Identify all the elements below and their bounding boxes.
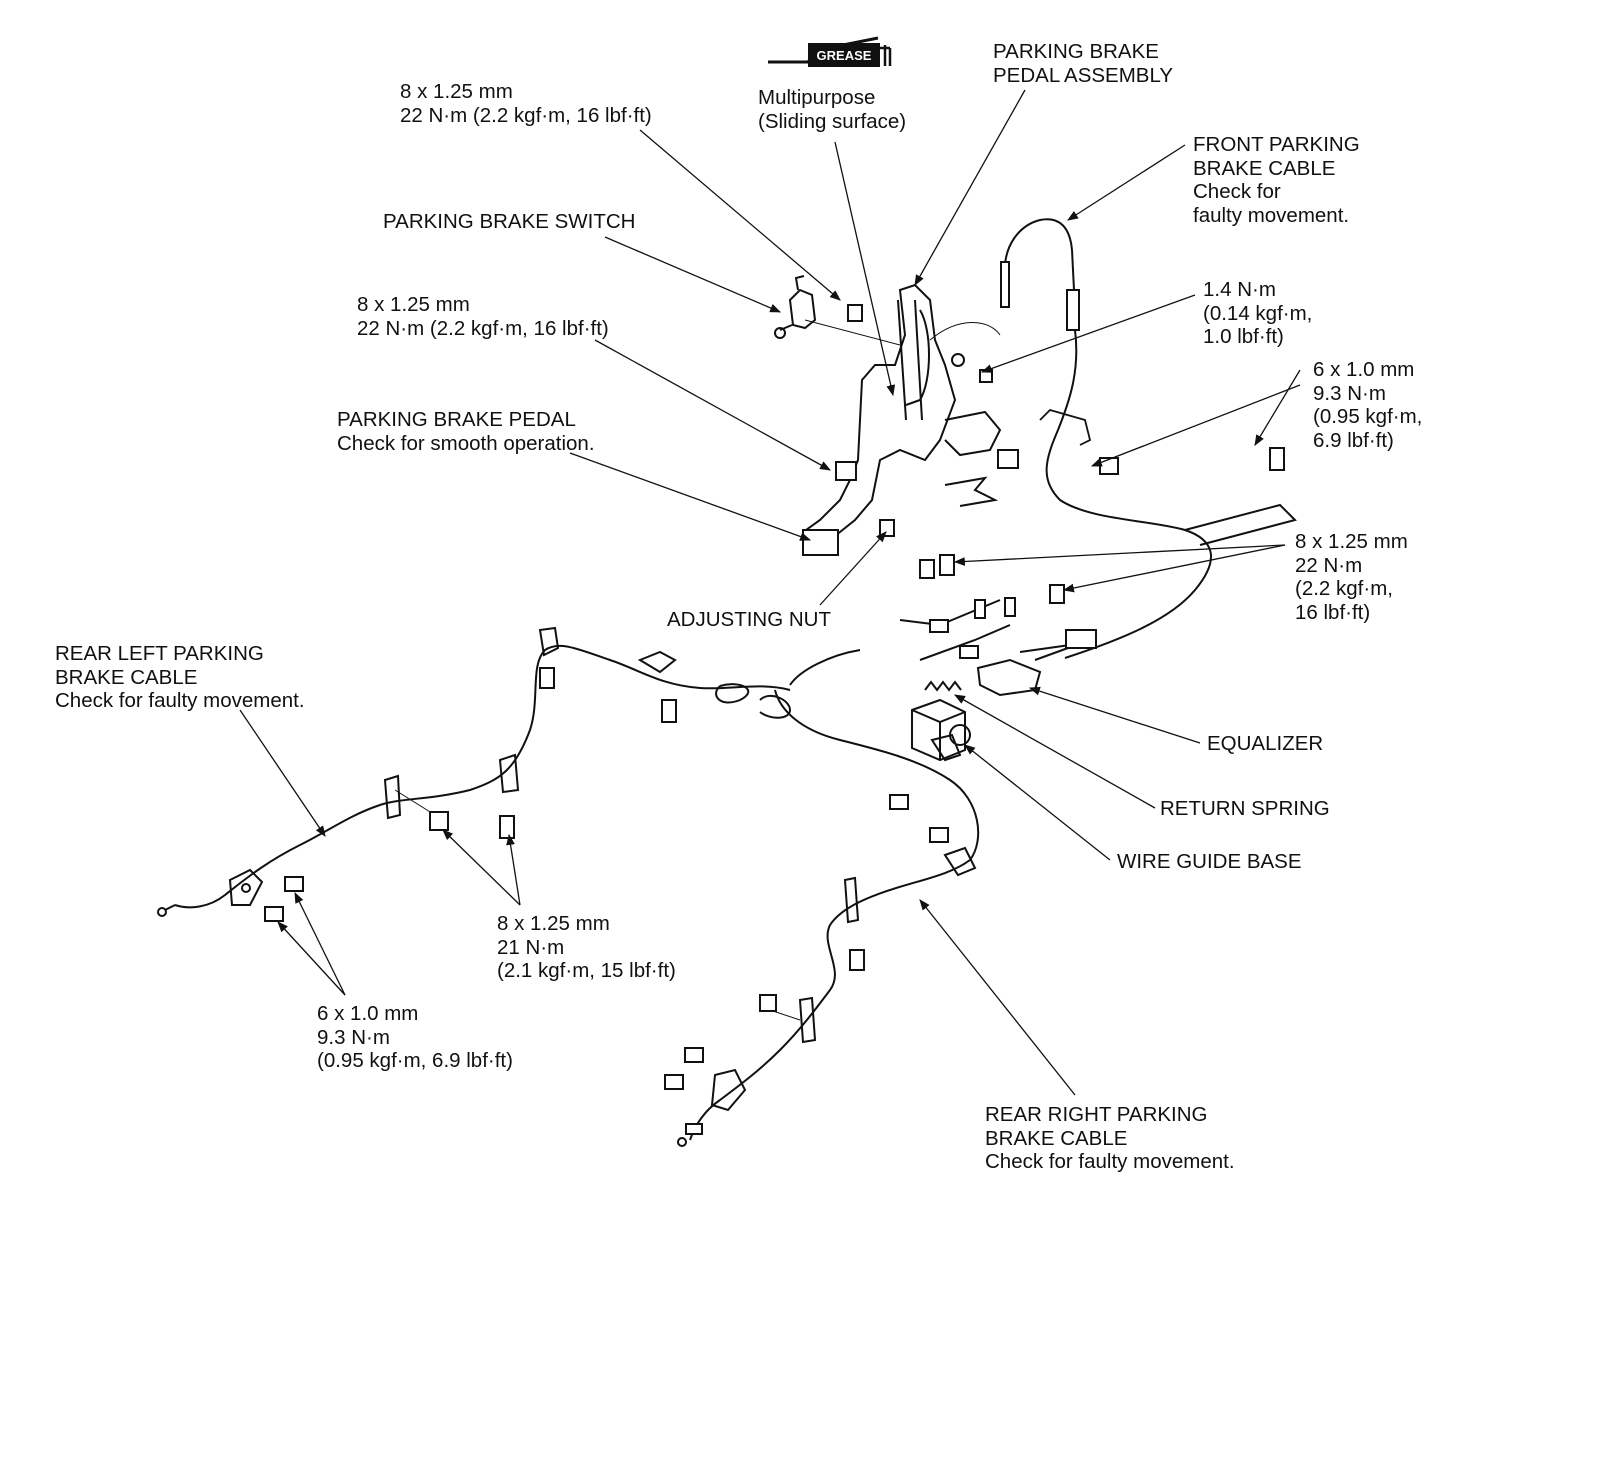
label-line: 8 x 1.25 mm: [357, 293, 470, 316]
label-rear-right-cable: REAR RIGHT PARKING BRAKE CABLE Check for…: [985, 1103, 1235, 1174]
grease-caption-line-1: Multipurpose: [758, 86, 876, 109]
label-line: FRONT PARKING: [1193, 133, 1360, 156]
grease-caption: Multipurpose (Sliding surface): [758, 86, 906, 133]
rear-bolts: [264, 554, 1065, 1090]
label-line: WIRE GUIDE BASE: [1117, 850, 1302, 873]
pedal-assembly-shape: [802, 283, 1002, 556]
label-line: 22 N·m (2.2 kgf·m, 16 lbf·ft): [357, 316, 609, 340]
label-line: 22 N·m: [1295, 553, 1363, 577]
wire-guide-base-shape: [911, 698, 971, 762]
label-line: PEDAL ASSEMBLY: [993, 63, 1174, 87]
label-line: Check for faulty movement.: [55, 689, 305, 712]
label-line: Check for faulty movement.: [985, 1150, 1235, 1173]
label-return-spring: RETURN SPRING: [1160, 797, 1330, 821]
label-line: BRAKE CABLE: [55, 665, 198, 689]
label-line: (0.95 kgf·m, 6.9 lbf·ft): [317, 1049, 513, 1072]
label-adjusting-nut: ADJUSTING NUT: [667, 608, 831, 632]
label-equalizer: EQUALIZER: [1207, 732, 1323, 756]
label-bolt-8-right: 8 x 1.25 mm 22 N·m (2.2 kgf·m, 16 lbf·ft…: [1295, 530, 1408, 624]
label-line: 6 x 1.0 mm: [1313, 358, 1415, 381]
label-bolt-mid: 8 x 1.25 mm 22 N·m (2.2 kgf·m, 16 lbf·ft…: [357, 293, 609, 340]
label-wire-guide-base: WIRE GUIDE BASE: [1117, 850, 1302, 874]
label-line: Check for: [1193, 180, 1281, 203]
leader-lines: [239, 89, 1301, 1096]
label-line: ADJUSTING NUT: [667, 608, 831, 631]
label-bolt-6-right: 6 x 1.0 mm 9.3 N·m (0.95 kgf·m, 6.9 lbf·…: [1313, 358, 1422, 452]
label-line: 8 x 1.25 mm: [497, 912, 610, 935]
label-bolt-8-lower: 8 x 1.25 mm 21 N·m (2.1 kgf·m, 15 lbf·ft…: [497, 912, 676, 983]
label-line: 9.3 N·m: [1313, 381, 1386, 405]
label-line: 6 x 1.0 mm: [317, 1002, 419, 1025]
rear-right-parking-brake-cable: [677, 689, 980, 1147]
front-parking-brake-cable: [1000, 218, 1297, 659]
label-line: EQUALIZER: [1207, 732, 1324, 755]
label-line: REAR LEFT PARKING: [55, 642, 264, 665]
label-line: 6.9 lbf·ft): [1313, 428, 1394, 452]
label-rear-left-cable: REAR LEFT PARKING BRAKE CABLE Check for …: [55, 642, 305, 713]
rear-left-parking-brake-cable: [157, 626, 861, 917]
label-line: PARKING BRAKE: [993, 40, 1159, 63]
label-line: RETURN SPRING: [1160, 797, 1330, 820]
label-line: 8 x 1.25 mm: [400, 80, 513, 103]
label-front-cable: FRONT PARKING BRAKE CABLE Check for faul…: [1193, 133, 1360, 227]
label-line: faulty movement.: [1193, 203, 1350, 227]
label-line: PARKING BRAKE SWITCH: [383, 210, 636, 233]
label-line: 16 lbf·ft): [1295, 600, 1371, 624]
label-line: PARKING BRAKE PEDAL: [337, 408, 576, 431]
label-line: 22 N·m (2.2 kgf·m, 16 lbf·ft): [400, 103, 652, 127]
label-line: 9.3 N·m: [317, 1025, 390, 1049]
label-pedal-assembly: PARKING BRAKE PEDAL ASSEMBLY: [993, 40, 1173, 87]
parking-brake-switch-shape: [774, 275, 901, 346]
label-line: (0.14 kgf·m,: [1203, 301, 1313, 325]
label-line: 1.4 N·m: [1203, 278, 1276, 301]
return-spring-shape: [924, 680, 962, 692]
label-line: REAR RIGHT PARKING: [985, 1103, 1208, 1126]
label-bolt-6-left: 6 x 1.0 mm 9.3 N·m (0.95 kgf·m, 6.9 lbf·…: [317, 1002, 513, 1073]
label-line: 1.0 lbf·ft): [1203, 325, 1284, 348]
label-bolt-top: 8 x 1.25 mm 22 N·m (2.2 kgf·m, 16 lbf·ft…: [400, 80, 652, 127]
grease-gun-icon: GREASE: [768, 36, 892, 67]
label-line: 8 x 1.25 mm: [1295, 530, 1408, 553]
label-screw-small: 1.4 N·m (0.14 kgf·m, 1.0 lbf·ft): [1203, 278, 1312, 349]
label-parking-brake-switch: PARKING BRAKE SWITCH: [383, 210, 636, 234]
label-line: (2.2 kgf·m,: [1295, 577, 1393, 600]
grease-text: GREASE: [817, 48, 872, 63]
equalizer-shape: [899, 597, 1097, 697]
label-parking-brake-pedal: PARKING BRAKE PEDAL Check for smooth ope…: [337, 408, 595, 455]
label-line: BRAKE CABLE: [1193, 156, 1336, 180]
label-line: (2.1 kgf·m, 15 lbf·ft): [497, 959, 676, 982]
label-line: (0.95 kgf·m,: [1313, 405, 1423, 428]
label-line: Check for smooth operation.: [337, 431, 595, 455]
label-line: 21 N·m: [497, 935, 565, 959]
grease-caption-line-2: (Sliding surface): [758, 109, 907, 133]
label-line: BRAKE CABLE: [985, 1126, 1128, 1150]
